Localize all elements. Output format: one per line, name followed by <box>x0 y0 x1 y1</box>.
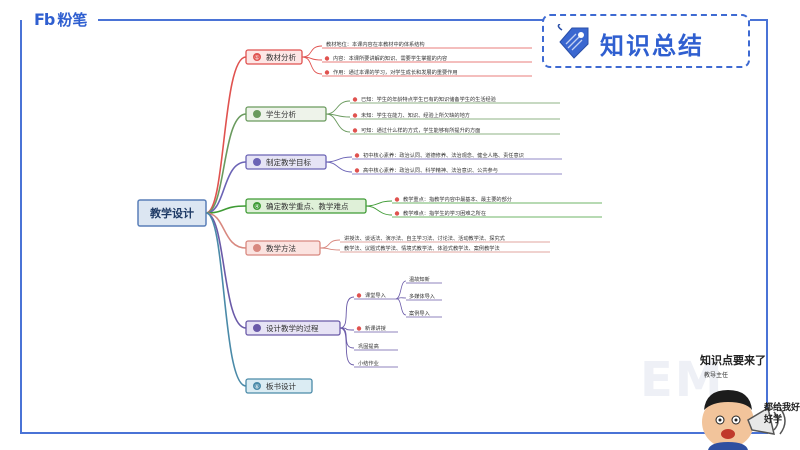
branch-connector <box>205 205 247 214</box>
branch-connector <box>205 212 247 387</box>
branch-badge <box>253 53 261 61</box>
mascot-side-text: 都给我好好学 <box>764 403 800 425</box>
child-connector <box>339 296 355 329</box>
branch-badge <box>253 324 261 332</box>
branch-label: 设计教学的过程 <box>266 323 319 333</box>
sub-text: 案例导入 <box>409 309 430 317</box>
child-text: 作用：通过本课的学习，对学生成长和发展的重要作用 <box>333 68 458 76</box>
child-text: 小结作业 <box>358 359 379 367</box>
child-text: 教学法、议题式教学法、情境式教学法、体验式教学法、案例教学法 <box>344 244 500 252</box>
child-marker <box>352 97 358 102</box>
child-marker <box>356 326 362 331</box>
sub-text: 多媒体导入 <box>409 292 435 300</box>
brand-name: 粉笔 <box>57 10 88 29</box>
branch-label: 学生分析 <box>266 109 296 119</box>
child-connector <box>325 113 351 133</box>
child-connector <box>365 200 393 207</box>
child-connector <box>319 247 341 251</box>
brand-logo: Fb 粉笔 <box>34 8 87 30</box>
child-marker <box>352 128 358 133</box>
child-text: 教学重点：指教学内容中最基本、最主要的部分 <box>403 195 512 203</box>
branch-label: 确定教学重点、教学难点 <box>266 201 349 211</box>
child-text: 新课讲授 <box>365 324 386 332</box>
sub-connector <box>395 298 407 316</box>
branch-badge-number: ① <box>254 55 259 62</box>
child-text: 未知：学生在能力、知识、经验上所欠缺的地方 <box>361 111 470 119</box>
branch-node <box>245 378 313 394</box>
child-connector <box>325 161 353 173</box>
child-connector <box>319 239 341 249</box>
frame-top-line <box>98 19 568 21</box>
child-connector <box>339 327 355 349</box>
branch-label: 教材分析 <box>266 52 296 62</box>
branch-label: 教学方法 <box>266 243 296 253</box>
branch-badge-number: ⑥ <box>254 384 259 391</box>
teacher-mascot <box>702 390 786 450</box>
knowledge-summary-badge: 知识总结 <box>542 14 750 68</box>
child-text: 内容：本课所要讲解的知识、需要学生掌握的内容 <box>333 54 447 62</box>
child-marker <box>394 211 400 216</box>
sub-connector <box>395 280 407 300</box>
child-text: 课堂导入 <box>365 291 386 299</box>
child-text: 讲授法、谈话法、演示法、自主学习法、讨论法、活动教学法、探究式 <box>344 234 506 242</box>
root-label: 教学设计 <box>149 206 194 220</box>
child-marker <box>352 113 358 118</box>
child-text: 教材地位：本课内容在本教材中的体系结构 <box>326 40 425 48</box>
summary-title: 知识总结 <box>600 32 704 60</box>
branch-badge <box>253 244 261 252</box>
child-text: 高中核心素养：政治认同、科学精神、法治意识、公共参与 <box>363 166 498 174</box>
branch-badge <box>253 202 261 210</box>
branch-connector <box>205 161 247 214</box>
child-text: 已知：学生的年龄特点学生已有的知识储备学生的生活经验 <box>361 95 497 103</box>
branch-badge <box>253 110 261 118</box>
child-marker <box>324 56 330 61</box>
child-connector <box>301 56 323 75</box>
sub-text: 温故知新 <box>409 275 430 283</box>
branch-badge <box>253 158 261 166</box>
mascot-role: 教导主任 <box>704 372 729 379</box>
branch-badge <box>253 382 261 390</box>
brand-mark: Fb <box>34 9 55 29</box>
mascot-speech: 知识点要来了 <box>700 354 766 367</box>
child-connector <box>365 205 393 216</box>
child-connector <box>325 156 353 163</box>
branch-connector <box>205 113 247 214</box>
tag-icon <box>557 24 589 59</box>
branch-badge-number: ④ <box>254 204 259 211</box>
slide-frame <box>20 20 768 434</box>
child-marker <box>394 197 400 202</box>
child-connector <box>301 45 323 58</box>
branch-label: 制定教学目标 <box>266 157 311 167</box>
frame-top-line-right <box>750 19 768 21</box>
child-marker <box>356 293 362 298</box>
child-text: 教学难点：指学生的学习困难之所在 <box>403 209 486 217</box>
child-text: 可知：通过什么样的方式，学生能够有所提升的方面 <box>361 126 480 134</box>
branch-connector <box>205 212 247 249</box>
child-marker <box>324 70 330 75</box>
child-connector <box>325 100 351 115</box>
child-text: 初中核心素养：政治认同、道德修养、法治观念、健全人格、责任意识 <box>363 151 524 159</box>
child-marker <box>354 168 360 173</box>
child-connector <box>339 327 355 366</box>
branch-label: 板书设计 <box>266 381 296 391</box>
child-marker <box>354 153 360 158</box>
child-text: 巩固提高 <box>358 342 379 350</box>
branch-connector <box>205 56 247 214</box>
